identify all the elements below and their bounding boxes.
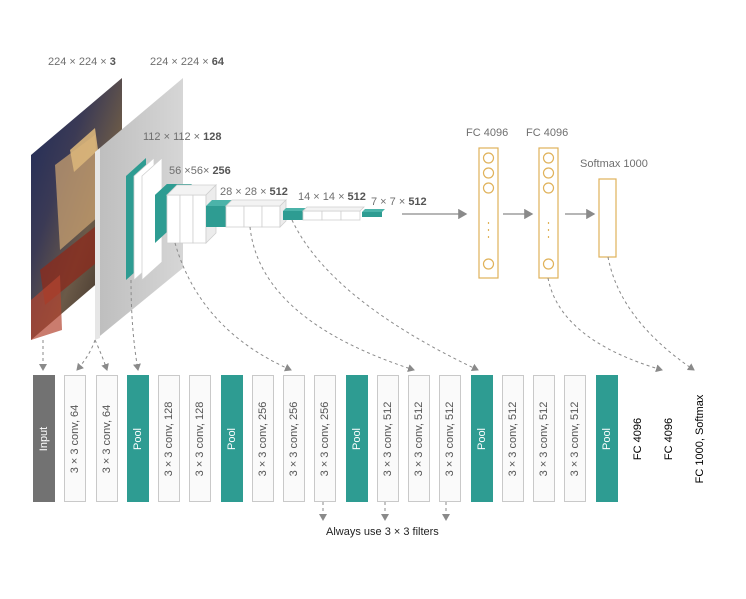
layer-label: FC 4096 <box>663 417 675 460</box>
conv-layer: 3 × 3 conv, 512 <box>564 375 587 502</box>
conv3-block <box>155 184 217 244</box>
layer-label: 3 × 3 conv, 64 <box>100 404 113 473</box>
softmax-title: Softmax 1000 <box>580 158 648 170</box>
pool-layer: Pool <box>220 375 243 502</box>
pool5-block <box>362 209 385 217</box>
block2-dim-text: 112 × 112 × <box>143 131 204 143</box>
block2-dim-bold: 128 <box>203 131 222 143</box>
fc2-column <box>538 147 559 279</box>
conv-layer: 3 × 3 conv, 256 <box>314 375 337 502</box>
layer-label: Pool <box>225 427 238 450</box>
filter-note: Always use 3 × 3 filters <box>326 526 439 538</box>
layer-label: 3 × 3 conv, 256 <box>288 401 300 476</box>
block6-dim-bold: 512 <box>408 196 427 208</box>
block2-dim-label: 112 × 112 × 128 <box>143 131 222 143</box>
dashed-connectors <box>39 219 695 521</box>
layer-label: Input <box>38 426 50 451</box>
pool-layer: Pool <box>126 375 149 502</box>
input-dim-label: 224 × 224 × 3 <box>48 56 116 68</box>
conv-layer: 3 × 3 conv, 64 <box>95 375 118 502</box>
fc1-column <box>478 147 499 279</box>
block3-dim-bold: 256 <box>212 165 231 177</box>
block1-dim-bold: 64 <box>211 56 225 68</box>
input-dim-bold: 3 <box>109 56 116 68</box>
conv-layer: 3 × 3 conv, 64 <box>64 375 87 502</box>
layer-label: Pool <box>350 427 363 450</box>
layer-label: 3 × 3 conv, 512 <box>538 401 550 476</box>
block4-dim-text: 28 × 28 × <box>220 186 270 198</box>
block3-dim-text: 56 ×56× <box>169 165 213 177</box>
fc1-title: FC 4096 <box>466 127 509 139</box>
fc2-title: FC 4096 <box>526 127 569 139</box>
layer-label: 3 × 3 conv, 512 <box>569 401 582 476</box>
conv-layer: 3 × 3 conv, 128 <box>189 375 212 502</box>
block6-dim-label: 7 × 7 × 512 <box>371 196 427 208</box>
block5-dim-text: 14 × 14 × <box>298 191 348 203</box>
layer-label: FC 4096 <box>631 417 644 460</box>
block4-dim-bold: 512 <box>269 186 288 198</box>
conv-layer: 3 × 3 conv, 256 <box>283 375 305 502</box>
fc-layer: FC 4096 <box>627 375 649 502</box>
layer-label: Pool <box>475 427 488 450</box>
layer-label: 3 × 3 conv, 64 <box>69 404 82 473</box>
layer-label: 3 × 3 conv, 256 <box>256 401 269 476</box>
layer-label: 3 × 3 conv, 512 <box>444 401 457 476</box>
layer-label: 3 × 3 conv, 512 <box>381 401 394 476</box>
conv4-block <box>206 199 287 228</box>
softmax-column <box>598 178 617 258</box>
input-layer: Input <box>33 375 55 502</box>
block1-dim-label: 224 × 224 × 64 <box>150 56 224 68</box>
pool-layer: Pool <box>470 375 493 502</box>
layer-label: 3 × 3 conv, 256 <box>319 401 332 476</box>
conv-layer: 3 × 3 conv, 512 <box>501 375 524 502</box>
conv-layer: 3 × 3 conv, 512 <box>376 375 399 502</box>
fc-layer: FC 1000, Softmax <box>689 375 711 502</box>
layer-label: 3 × 3 conv, 128 <box>194 401 207 476</box>
block1-dim-text: 224 × 224 × <box>150 56 212 68</box>
conv-layer: 3 × 3 conv, 128 <box>158 375 180 502</box>
conv-layer: 3 × 3 conv, 512 <box>439 375 462 502</box>
layer-label: FC 1000, Softmax <box>694 394 707 483</box>
layer-label: Pool <box>600 427 613 450</box>
layer-label: 3 × 3 conv, 128 <box>163 401 175 476</box>
conv5-block <box>283 206 365 221</box>
block5-dim-bold: 512 <box>347 191 366 203</box>
conv-layer: 3 × 3 conv, 256 <box>251 375 274 502</box>
pool-layer: Pool <box>345 375 368 502</box>
block5-dim-label: 14 × 14 × 512 <box>298 191 366 203</box>
conv-layer: 3 × 3 conv, 512 <box>533 375 555 502</box>
layer-label: Pool <box>131 427 144 450</box>
input-image <box>31 78 122 340</box>
block6-dim-text: 7 × 7 × <box>371 196 409 208</box>
block3-dim-label: 56 ×56× 256 <box>169 165 231 177</box>
conv2-block <box>126 157 163 281</box>
input-dim-text: 224 × 224 × <box>48 56 110 68</box>
conv-layer: 3 × 3 conv, 512 <box>408 375 430 502</box>
pool-layer: Pool <box>595 375 618 502</box>
layer-label: 3 × 3 conv, 512 <box>506 401 519 476</box>
fc-layer: FC 4096 <box>658 375 680 502</box>
layer-label: 3 × 3 conv, 512 <box>413 401 425 476</box>
block4-dim-label: 28 × 28 × 512 <box>220 186 288 198</box>
